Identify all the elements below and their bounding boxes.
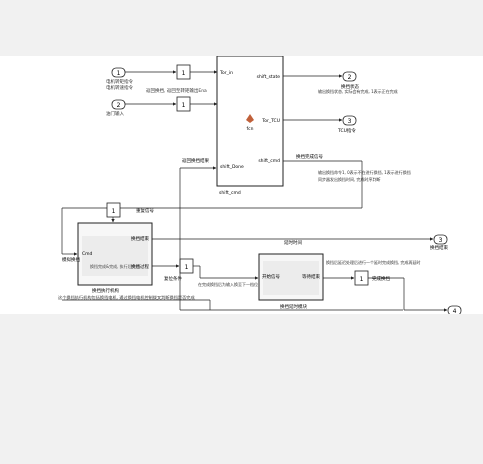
gain-block-c[interactable]: 1 <box>106 202 121 218</box>
exec-note: 这个换挡执行机构包括换挡电机, 通过换挡电机控制拨叉判断换挡是否完成 <box>58 294 195 301</box>
inport-2[interactable]: 2 <box>111 99 126 110</box>
diagram-canvas: 1 电机转矩指令 电机转速指令 2 油门输入 1 1 返回换挡, 返回至转矩输出… <box>0 55 483 316</box>
done-signal-label: 返回换挡, 返回至转矩输出Ena <box>146 87 207 94</box>
svg-text:1: 1 <box>182 102 186 109</box>
feedback-label: 返回换挡结果 <box>182 157 209 164</box>
outport-tcu[interactable]: 3 <box>342 115 357 126</box>
port-shift-done: shift_Done <box>220 164 244 170</box>
exec-out-done: 换挡结束 <box>131 235 149 242</box>
cmd-note-2: 同步器发出换挡时间, 完成时序判断 <box>318 176 381 182</box>
outport-tcu-label: TCU指令 <box>337 127 356 134</box>
reset-signal-label: 重复信号 <box>136 207 154 214</box>
delay-note: 在完成换挡后为输入换至下一档位 <box>198 281 258 287</box>
wait-label: 复位条件 <box>164 275 182 282</box>
svg-text:1: 1 <box>360 276 364 283</box>
delay-note-2: 换挡后延迟处理后进行一个延时完成换挡, 完成再延时 <box>326 259 421 265</box>
timer-label: 延时时间 <box>284 239 302 246</box>
inport-1[interactable]: 1 <box>111 67 126 78</box>
port-shift-cmd: shift_cmd <box>258 158 280 164</box>
const-block-c[interactable]: 1 <box>179 258 194 274</box>
shift-done-signal-label: 换挡完成信号 <box>296 153 323 160</box>
outport-4[interactable]: 4 <box>447 305 462 316</box>
main-block-caption: shift_cmd <box>219 190 241 196</box>
fcn-label: fcn <box>247 126 254 132</box>
inport-1-sublabel: 电机转速指令 <box>106 84 133 91</box>
sim-signal-label: 模拟换挡 <box>62 256 80 263</box>
outport-shift-end-label: 换挡结束 <box>430 244 448 251</box>
outport-status[interactable]: 2 <box>342 71 357 82</box>
exec-mechanism-block[interactable]: Cmd 换挡结束 换挡过程 换挡完成&完成, 执行后完成 <box>77 222 153 286</box>
outport-shift-end[interactable]: 3 <box>433 234 448 245</box>
exec-out-process: 换挡过程 <box>131 263 149 270</box>
delay-block-caption: 换挡延时模块 <box>280 303 307 310</box>
svg-text:1: 1 <box>182 70 186 77</box>
svg-text:1: 1 <box>185 264 189 271</box>
gain-block-d[interactable]: 1 <box>354 270 369 286</box>
svg-text:2: 2 <box>117 102 121 109</box>
svg-text:1: 1 <box>117 70 121 77</box>
exec-inner-text: 换挡完成&完成, 执行后完成 <box>90 263 140 269</box>
shift-logic-block[interactable]: Tor_in shift_Done shift_state Tor_TCU sh… <box>216 55 284 187</box>
svg-text:4: 4 <box>453 308 457 314</box>
delay-block[interactable]: 开始信号 等待结束 <box>258 253 324 301</box>
cmd-note-1: 输出换挡命令1, 0表示不在进行换挡, 1表示进行换挡 <box>318 169 411 175</box>
outport-status-label: 换挡状态 <box>341 83 359 90</box>
exec-in-cmd: Cmd <box>82 251 93 257</box>
svg-text:3: 3 <box>439 237 443 244</box>
sat-label: 完成换挡 <box>372 275 390 282</box>
svg-text:1: 1 <box>112 208 116 215</box>
status-note: 输出换挡状态, 实际会有完成, 1表示正在完成 <box>318 88 398 94</box>
inport-1-label: 电机转矩指令 <box>106 78 133 85</box>
port-shift-state: shift_state <box>257 74 281 80</box>
delay-out-wait: 等待结束 <box>302 273 320 280</box>
matlab-function-icon <box>246 114 254 123</box>
svg-text:3: 3 <box>348 118 352 125</box>
svg-text:2: 2 <box>348 74 352 81</box>
delay-in-start: 开始信号 <box>262 273 280 280</box>
inport-2-label: 油门输入 <box>106 110 124 117</box>
port-tor-in: Tor_in <box>219 70 233 76</box>
gain-block-b[interactable]: 1 <box>176 96 191 112</box>
gain-block-a[interactable]: 1 <box>176 64 191 80</box>
simulink-diagram: 1 电机转矩指令 电机转速指令 2 油门输入 1 1 返回换挡, 返回至转矩输出… <box>58 55 462 316</box>
exec-block-caption: 换挡执行机构 <box>92 287 119 294</box>
port-tor-tcu: Tor_TCU <box>261 118 280 124</box>
